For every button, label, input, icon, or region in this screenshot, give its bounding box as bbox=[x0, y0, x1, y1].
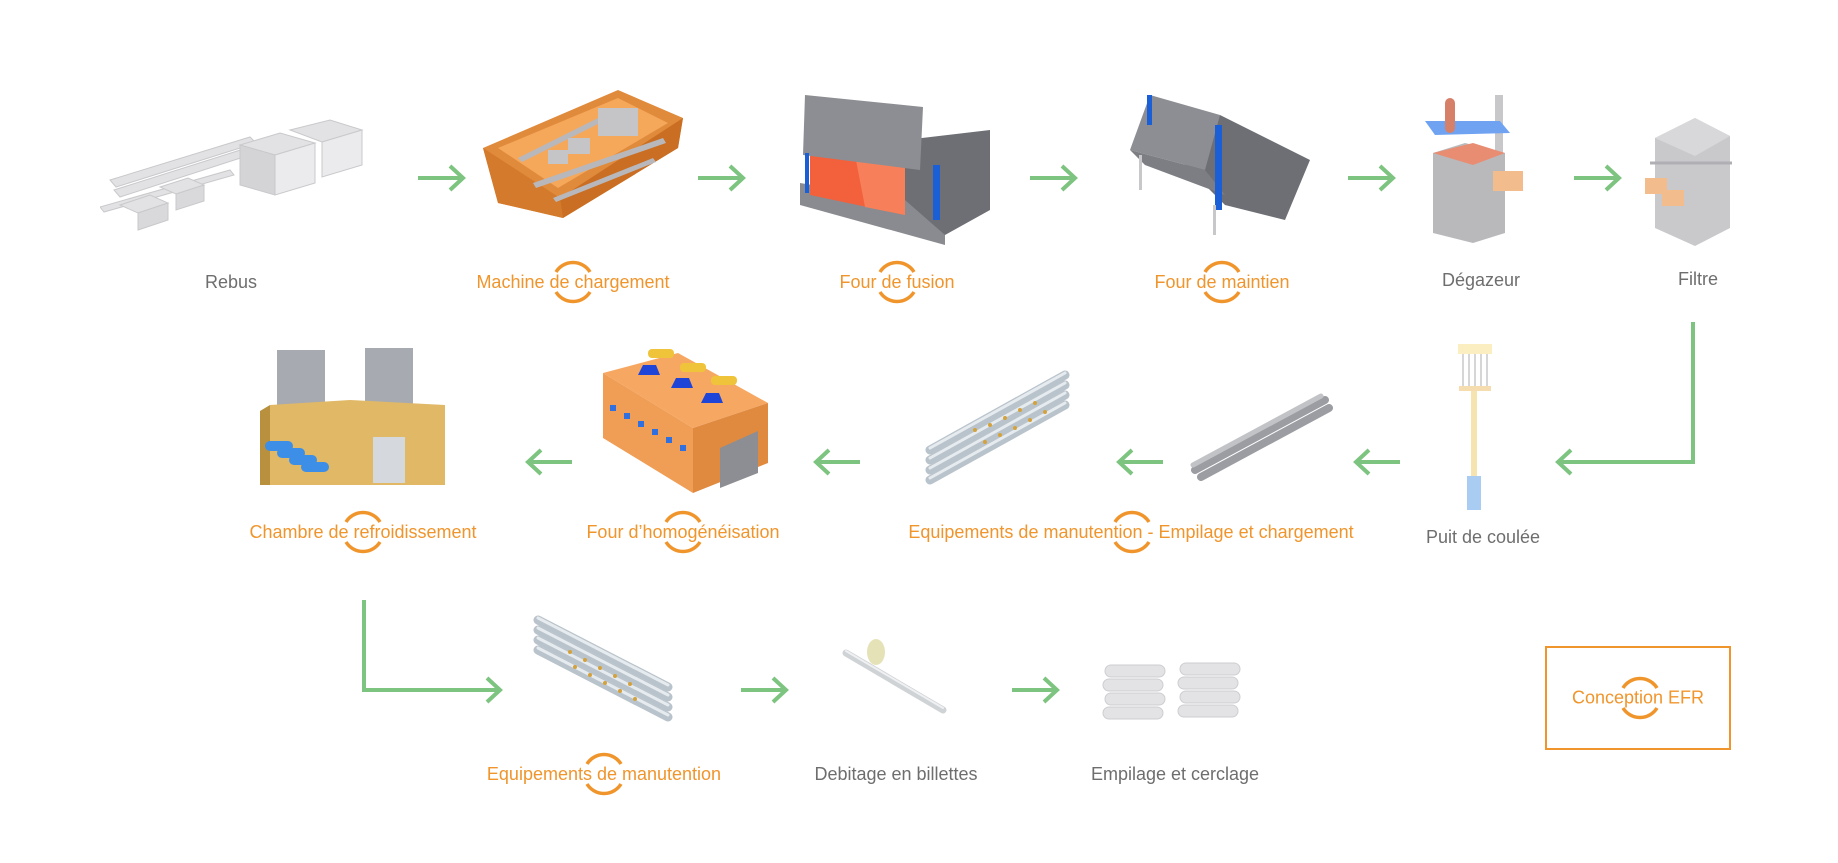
filter-icon bbox=[1645, 118, 1732, 246]
melting-furnace-icon bbox=[800, 95, 990, 245]
log-stack-icon bbox=[533, 615, 673, 722]
stacked-logs-icon bbox=[925, 370, 1070, 485]
arrow-right-icon bbox=[698, 164, 746, 192]
holding-furnace-icon bbox=[1130, 95, 1310, 235]
charging-machine-icon bbox=[483, 90, 683, 218]
cooling-chamber-icon bbox=[260, 348, 445, 485]
billet-saw-icon bbox=[842, 639, 947, 714]
arrow-right-icon bbox=[1030, 164, 1078, 192]
arrow-right-icon bbox=[1012, 676, 1060, 704]
casting-pit-icon bbox=[1458, 344, 1492, 510]
step-label-rebus[interactable]: Rebus bbox=[204, 272, 258, 292]
step-label-empilage-cerclage[interactable]: Empilage et cerclage bbox=[1090, 764, 1260, 784]
step-label-chambre-refroidissement[interactable]: Chambre de refroidissement bbox=[249, 522, 477, 542]
rod-bundle-icon bbox=[1190, 393, 1333, 481]
arrow-elbow-down-right-icon bbox=[362, 600, 503, 704]
step-label-filtre[interactable]: Filtre bbox=[1678, 269, 1718, 289]
scrap-pile-icon bbox=[100, 119, 364, 231]
step-label-four-maintien[interactable]: Four de maintien bbox=[1154, 272, 1290, 292]
arrow-left-icon bbox=[525, 448, 572, 476]
step-label-degazeur[interactable]: Dégazeur bbox=[1441, 270, 1521, 290]
step-label-equip-empilage[interactable]: Equipements de manutention - Empilage et… bbox=[908, 522, 1354, 542]
homogenizing-furnace-icon bbox=[603, 349, 768, 493]
step-label-four-fusion[interactable]: Four de fusion bbox=[839, 272, 955, 292]
arrow-elbow-down-left-icon bbox=[1555, 322, 1695, 476]
arrow-left-icon bbox=[813, 448, 860, 476]
arrow-right-icon bbox=[741, 676, 789, 704]
arrow-right-icon bbox=[418, 164, 466, 192]
arrow-left-icon bbox=[1353, 448, 1400, 476]
legend-conception-efr: Conception EFR bbox=[1545, 646, 1731, 750]
step-label-puit-coulee[interactable]: Puit de coulée bbox=[1425, 527, 1541, 547]
step-label-equip-manutention[interactable]: Equipements de manutention bbox=[486, 764, 722, 784]
billet-bundles-icon bbox=[1102, 662, 1241, 720]
legend-label: Conception EFR bbox=[1571, 687, 1705, 708]
step-label-machine-chargement[interactable]: Machine de chargement bbox=[476, 272, 670, 292]
arrow-right-icon bbox=[1574, 164, 1622, 192]
step-label-four-homogeneisation[interactable]: Four d’homogénéisation bbox=[586, 522, 780, 542]
arrow-right-icon bbox=[1348, 164, 1396, 192]
degasser-icon bbox=[1425, 95, 1523, 243]
arrow-left-icon bbox=[1116, 448, 1163, 476]
step-label-debitage[interactable]: Debitage en billettes bbox=[814, 764, 978, 784]
